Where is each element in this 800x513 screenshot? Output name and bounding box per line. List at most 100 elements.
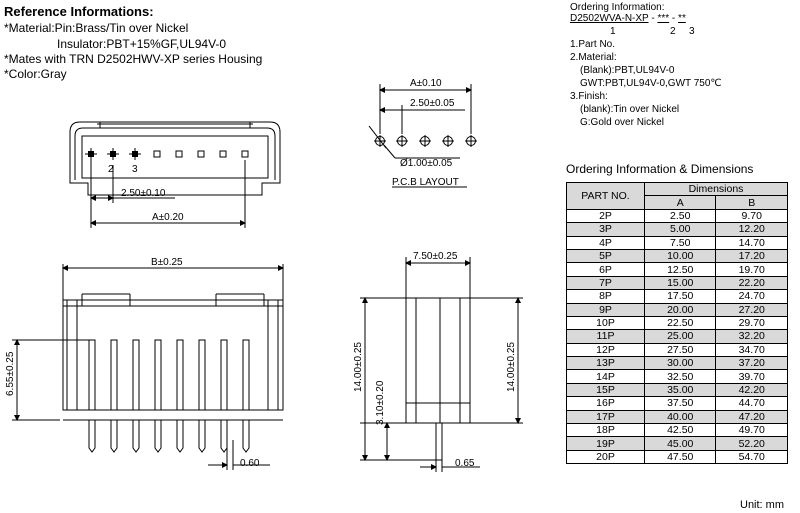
header-a: A [643, 195, 717, 210]
cell-b: 39.70 [715, 369, 788, 384]
dim-front-b: B±0.25 [151, 257, 183, 268]
cell-part: 5P [566, 248, 645, 264]
ordering-item-finish: 3.Finish: [570, 91, 608, 102]
dim-side-height-left: 14.00±0.25 [353, 342, 364, 392]
cell-a: 30.00 [643, 356, 717, 371]
cell-a: 35.00 [643, 382, 717, 398]
table-title: Ordering Information & Dimensions [566, 162, 754, 176]
dim-top-a: A±0.20 [152, 212, 184, 223]
ordering-code-finish: ** [678, 13, 686, 24]
cell-part: 6P [566, 262, 645, 277]
dim-front-pin: 0.60 [240, 458, 260, 469]
cell-part: 4P [566, 235, 645, 250]
cell-a: 10.00 [643, 248, 717, 264]
front-view [12, 264, 284, 421]
ordering-code-sep-2: - [671, 13, 676, 24]
cell-a: 22.50 [643, 315, 717, 331]
cell-b: 12.20 [715, 222, 788, 237]
cell-b: 37.20 [715, 356, 788, 371]
cell-part: 3P [566, 222, 645, 237]
cell-b: 24.70 [715, 289, 788, 304]
cell-b: 14.70 [715, 235, 788, 250]
cell-a: 7.50 [643, 235, 717, 250]
cell-b: 44.70 [715, 396, 788, 411]
ordering-code-base: D2502WVA-N-XP [570, 13, 649, 24]
cell-b: 49.70 [715, 423, 788, 438]
cell-a: 45.00 [643, 436, 717, 451]
reference-line-material: *Material:Pin:Brass/Tin over Nickel [4, 21, 189, 35]
ordering-title: Ordering Information: [570, 2, 665, 13]
cell-a: 32.50 [643, 369, 717, 384]
dim-hole-pcb: Ø1.00±0.05 [400, 158, 453, 169]
dim-side-height-right: 14.00±0.25 [506, 342, 517, 392]
cell-a: 47.50 [643, 449, 717, 465]
unit-label: Unit: mm [740, 499, 784, 511]
ordering-item-finish-gold: G:Gold over Nickel [580, 117, 664, 128]
ordering-item-material: 2.Material: [570, 52, 617, 63]
cell-part: 10P [566, 315, 645, 331]
cell-b: 42.20 [715, 382, 788, 398]
cell-part: 14P [566, 369, 645, 384]
cell-a: 2.50 [643, 208, 717, 224]
cell-b: 47.20 [715, 409, 788, 425]
ordering-code-material: *** [657, 13, 670, 24]
cell-part: 13P [566, 356, 645, 371]
side-view [360, 257, 523, 472]
header-b: B [715, 195, 788, 210]
dim-a-pcb: A±0.10 [410, 78, 442, 89]
cell-b: 9.70 [715, 208, 788, 224]
cell-b: 22.20 [715, 275, 788, 291]
cell-b: 52.20 [715, 436, 788, 451]
cell-part: 8P [566, 289, 645, 304]
cell-a: 40.00 [643, 409, 717, 425]
cell-b: 27.20 [715, 302, 788, 317]
front-view-pins [88, 339, 270, 470]
technical-drawing: A±0.10 2.50±0.05 Ø1.00±0.05 P.C.B LAYOUT… [5, 78, 523, 472]
dim-top-pitch: 2.50±0.10 [121, 188, 166, 199]
cell-a: 25.00 [643, 329, 717, 344]
dim-side-tail: 3.10±0.20 [375, 380, 386, 425]
cell-a: 42.50 [643, 423, 717, 438]
cell-b: 29.70 [715, 315, 788, 331]
cell-b: 54.70 [715, 449, 788, 465]
cell-a: 5.00 [643, 222, 717, 237]
cell-part: 18P [566, 423, 645, 438]
cell-part: 15P [566, 382, 645, 398]
cell-a: 20.00 [643, 302, 717, 317]
cell-part: 2P [566, 208, 645, 224]
reference-line-insulator: Insulator:PBT+15%GF,UL94V-0 [57, 37, 227, 51]
cell-b: 19.70 [715, 262, 788, 277]
dim-pitch-pcb: 2.50±0.05 [410, 98, 455, 109]
header-part-no: PART NO. [566, 182, 645, 210]
ordering-marker-2: 2 [670, 26, 676, 37]
cell-part: 12P [566, 342, 645, 358]
cell-part: 20P [566, 449, 645, 465]
cell-a: 37.50 [643, 396, 717, 411]
reference-title: Reference Informations: [4, 4, 154, 19]
cell-part: 17P [566, 409, 645, 425]
pin-label-3: 3 [132, 164, 138, 175]
header-dimensions: Dimensions [644, 181, 788, 197]
cell-part: 9P [566, 302, 645, 317]
cell-a: 17.50 [643, 289, 717, 304]
ordering-item-finish-tin: (blank):Tin over Nickel [580, 104, 680, 115]
